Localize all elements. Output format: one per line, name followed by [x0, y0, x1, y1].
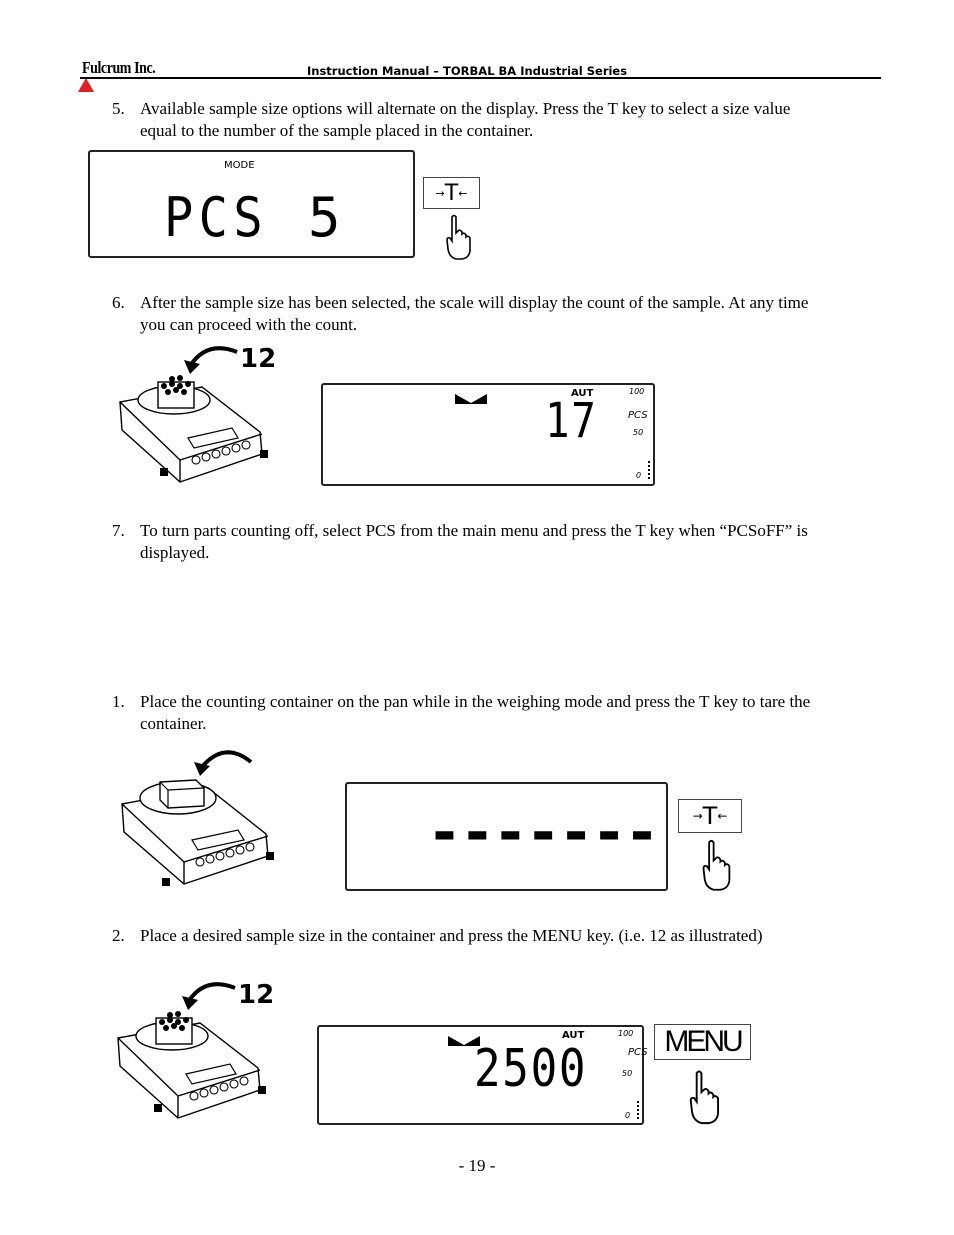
lcd-sample-value: 5	[308, 186, 341, 249]
warning-icon	[78, 78, 94, 92]
pointing-hand-icon	[702, 839, 731, 891]
step-6: 6. After the sample size has been select…	[112, 292, 892, 338]
step-text-line2: displayed.	[140, 543, 210, 562]
brand-logo: Fulcrum Inc.	[82, 58, 156, 77]
lcd-count-value: 17	[545, 393, 598, 449]
bargraph-scale-bottom: 0	[636, 471, 642, 480]
arrow-right-icon: →	[435, 186, 445, 200]
bargraph-ticks	[648, 461, 652, 479]
step-number: 7.	[112, 521, 125, 540]
step-text-line2: you can proceed with the count.	[140, 315, 358, 334]
step-text-line2: equal to the number of the sample placed…	[140, 121, 534, 140]
stable-indicator-icon	[448, 1036, 480, 1046]
bargraph-ticks	[637, 1101, 641, 1119]
arrow-right-icon: →	[692, 809, 703, 823]
arrow-left-icon: ←	[458, 186, 468, 200]
step-7: 7. To turn parts counting off, select PC…	[112, 520, 892, 566]
lcd-display-tare: -------	[345, 782, 668, 891]
pointing-hand-icon	[689, 1070, 720, 1125]
bargraph-scale-mid: 50	[633, 428, 644, 437]
sample-count-callout: 12	[240, 344, 277, 374]
auto-indicator: AUT	[562, 1030, 585, 1041]
mode-label: MODE	[224, 160, 255, 171]
bargraph-scale-top: 100	[629, 387, 645, 396]
menu-key[interactable]: MENU	[654, 1024, 751, 1060]
step-text-line1: Place a desired sample size in the conta…	[140, 926, 763, 945]
step-text-line1: After the sample size has been selected,…	[140, 293, 809, 312]
step-number: 2.	[112, 926, 125, 945]
tare-key-label: T	[444, 180, 459, 206]
step-text-line1: To turn parts counting off, select PCS f…	[140, 521, 808, 540]
step-number: 5.	[112, 99, 125, 118]
tare-key[interactable]: →T←	[678, 799, 742, 833]
tare-key-label: T	[702, 802, 718, 830]
page-number: - 19 -	[458, 1156, 496, 1175]
step-text-line1: Available sample size options will alter…	[140, 99, 791, 118]
header-rule	[80, 77, 881, 79]
bargraph-scale-mid: 50	[622, 1069, 633, 1078]
bargraph-scale-bottom: 0	[625, 1111, 631, 1120]
pcs-unit-indicator: PCS	[628, 410, 648, 421]
lcd-sample-value: 2500	[474, 1039, 588, 1099]
sample-count-callout: 12	[238, 980, 275, 1010]
header-title: Instruction Manual – TORBAL BA Industria…	[307, 64, 628, 78]
arrow-left-icon: ←	[717, 809, 728, 823]
lcd-pcs-text: PCS	[164, 186, 268, 249]
tare-key[interactable]: →T←	[423, 177, 480, 209]
lcd-dash-value: -------	[427, 798, 659, 866]
step-number: 1.	[112, 692, 125, 711]
bargraph-scale-top: 100	[618, 1029, 634, 1038]
pcs-unit-indicator: PCS	[628, 1047, 648, 1058]
auto-indicator: AUT	[571, 388, 594, 399]
step-text-line2: container.	[140, 714, 207, 733]
scale-with-samples-illustration	[119, 346, 268, 483]
step-number: 6.	[112, 293, 125, 312]
step-text-line1: Place the counting container on the pan …	[140, 692, 811, 711]
lcd-display-sample: AUT 2500 100 PCS 50 0	[317, 1025, 648, 1125]
scale-with-container-illustration	[121, 750, 274, 886]
step-2: 2. Place a desired sample size in the co…	[112, 925, 892, 949]
stable-indicator-icon	[455, 394, 487, 404]
scale-with-samples-illustration	[117, 982, 266, 1119]
step-1: 1. Place the counting container on the p…	[112, 691, 892, 737]
step-5: 5. Available sample size options will al…	[112, 98, 892, 144]
lcd-display-mode: MODE PCS 5	[88, 150, 415, 258]
lcd-display-count: AUT 17 100 PCS 50 0	[321, 383, 655, 486]
pointing-hand-icon	[446, 214, 471, 260]
